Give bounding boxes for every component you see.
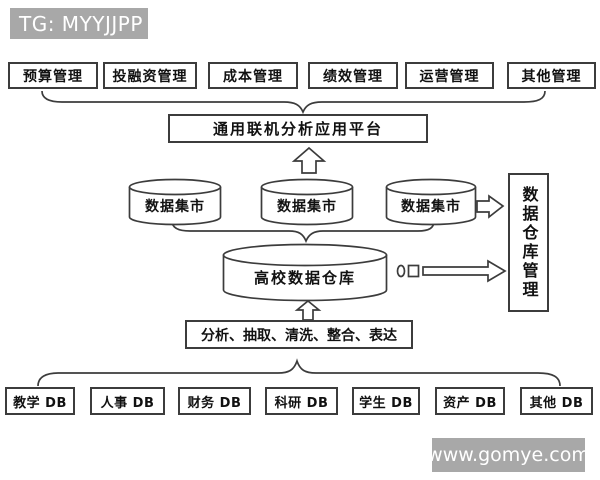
arrow-right-warehouse-to-management-icon — [422, 259, 507, 283]
warehouse-management-label: 数据仓库管理 — [519, 185, 539, 300]
db-box-assets: 资产 DB — [435, 387, 505, 415]
small-square-glyph-icon — [407, 264, 420, 278]
module-box-budget: 预算管理 — [8, 62, 98, 89]
watermark-top-left: TG: MYYJJPP — [10, 8, 148, 39]
warehouse-management-box: 数据仓库管理 — [508, 173, 549, 312]
module-box-performance: 绩效管理 — [308, 62, 398, 89]
cylinder-top — [260, 178, 354, 196]
cylinder-body — [128, 187, 222, 226]
cylinder-body — [385, 187, 477, 226]
db-box-teaching: 教学 DB — [5, 387, 75, 415]
university-data-warehouse-cylinder: 高校数据仓库 — [222, 243, 388, 303]
cylinder-body — [222, 255, 388, 302]
university-data-warehouse-label: 高校数据仓库 — [253, 269, 356, 287]
db-box-research: 科研 DB — [265, 387, 338, 415]
module-box-other: 其他管理 — [507, 62, 596, 89]
data-mart-cylinder-1: 数据集市 — [128, 178, 222, 226]
cylinder-shape — [385, 178, 477, 226]
module-box-cost: 成本管理 — [208, 62, 298, 89]
etl-box: 分析、抽取、清洗、整合、表达 — [185, 320, 413, 349]
cylinder-body — [260, 187, 354, 226]
small-cylinder-glyph-icon — [396, 264, 406, 278]
db-box-student: 学生 DB — [352, 387, 420, 415]
cylinder-shape — [222, 243, 388, 302]
data-mart-label: 数据集市 — [277, 199, 337, 215]
db-box-personnel: 人事 DB — [90, 387, 165, 415]
cylinder-shape — [128, 178, 222, 226]
arrow-up-marts-to-platform-icon — [291, 146, 327, 174]
module-box-investment-financing: 投融资管理 — [103, 62, 197, 89]
brace-top-modules — [41, 90, 546, 115]
platform-box: 通用联机分析应用平台 — [168, 114, 428, 143]
db-box-finance: 财务 DB — [178, 387, 251, 415]
brace-data-marts — [171, 220, 435, 244]
cylinder-top — [128, 178, 222, 196]
brace-source-dbs — [37, 358, 561, 387]
arrow-up-etl-to-warehouse-icon — [294, 299, 322, 321]
cylinder-top — [222, 243, 388, 267]
data-mart-label: 数据集市 — [401, 199, 461, 215]
cylinder-shape — [260, 178, 354, 226]
module-box-operations: 运营管理 — [405, 62, 494, 89]
arrow-right-mart-to-management-icon — [476, 194, 505, 219]
cylinder-top — [385, 178, 477, 196]
data-mart-label: 数据集市 — [145, 199, 205, 215]
watermark-bottom-right: www.gomye.com — [427, 438, 590, 472]
data-mart-cylinder-3: 数据集市 — [385, 178, 477, 226]
db-box-other: 其他 DB — [520, 387, 593, 415]
data-mart-cylinder-2: 数据集市 — [260, 178, 354, 226]
